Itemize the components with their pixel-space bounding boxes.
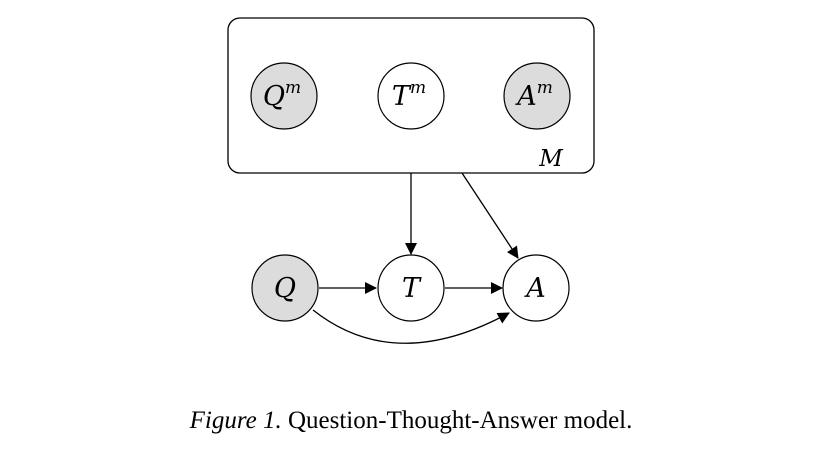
caption-text: Question-Thought-Answer model. [282,407,633,434]
edge-q-to-a [312,309,510,344]
node-q-label: Q [274,273,296,304]
node-t-m-sup: m [410,78,426,98]
node-a-m: Am [503,62,571,130]
node-t: T [377,254,445,322]
edge-plate-to-a [461,172,519,259]
node-q: Q [251,254,319,322]
svg-text:Am: Am [514,78,553,112]
node-a: A [502,254,570,322]
node-t-m: Tm [377,62,445,130]
node-q-m-sup: m [285,78,301,98]
node-q-m: Qm [250,62,318,130]
figure-caption: Figure 1. Question-Thought-Answer model. [189,407,633,434]
node-t-label: T [402,273,422,304]
node-a-m-base: A [514,81,537,112]
caption-prefix: Figure 1. [189,407,282,434]
svg-text:Qm: Qm [263,78,301,112]
node-t-m-base: T [392,81,412,112]
svg-text:Tm: Tm [392,78,426,112]
node-q-m-base: Q [263,81,285,112]
node-a-m-sup: m [537,78,553,98]
plate-label: M [538,146,564,172]
node-a-label: A [523,273,546,304]
